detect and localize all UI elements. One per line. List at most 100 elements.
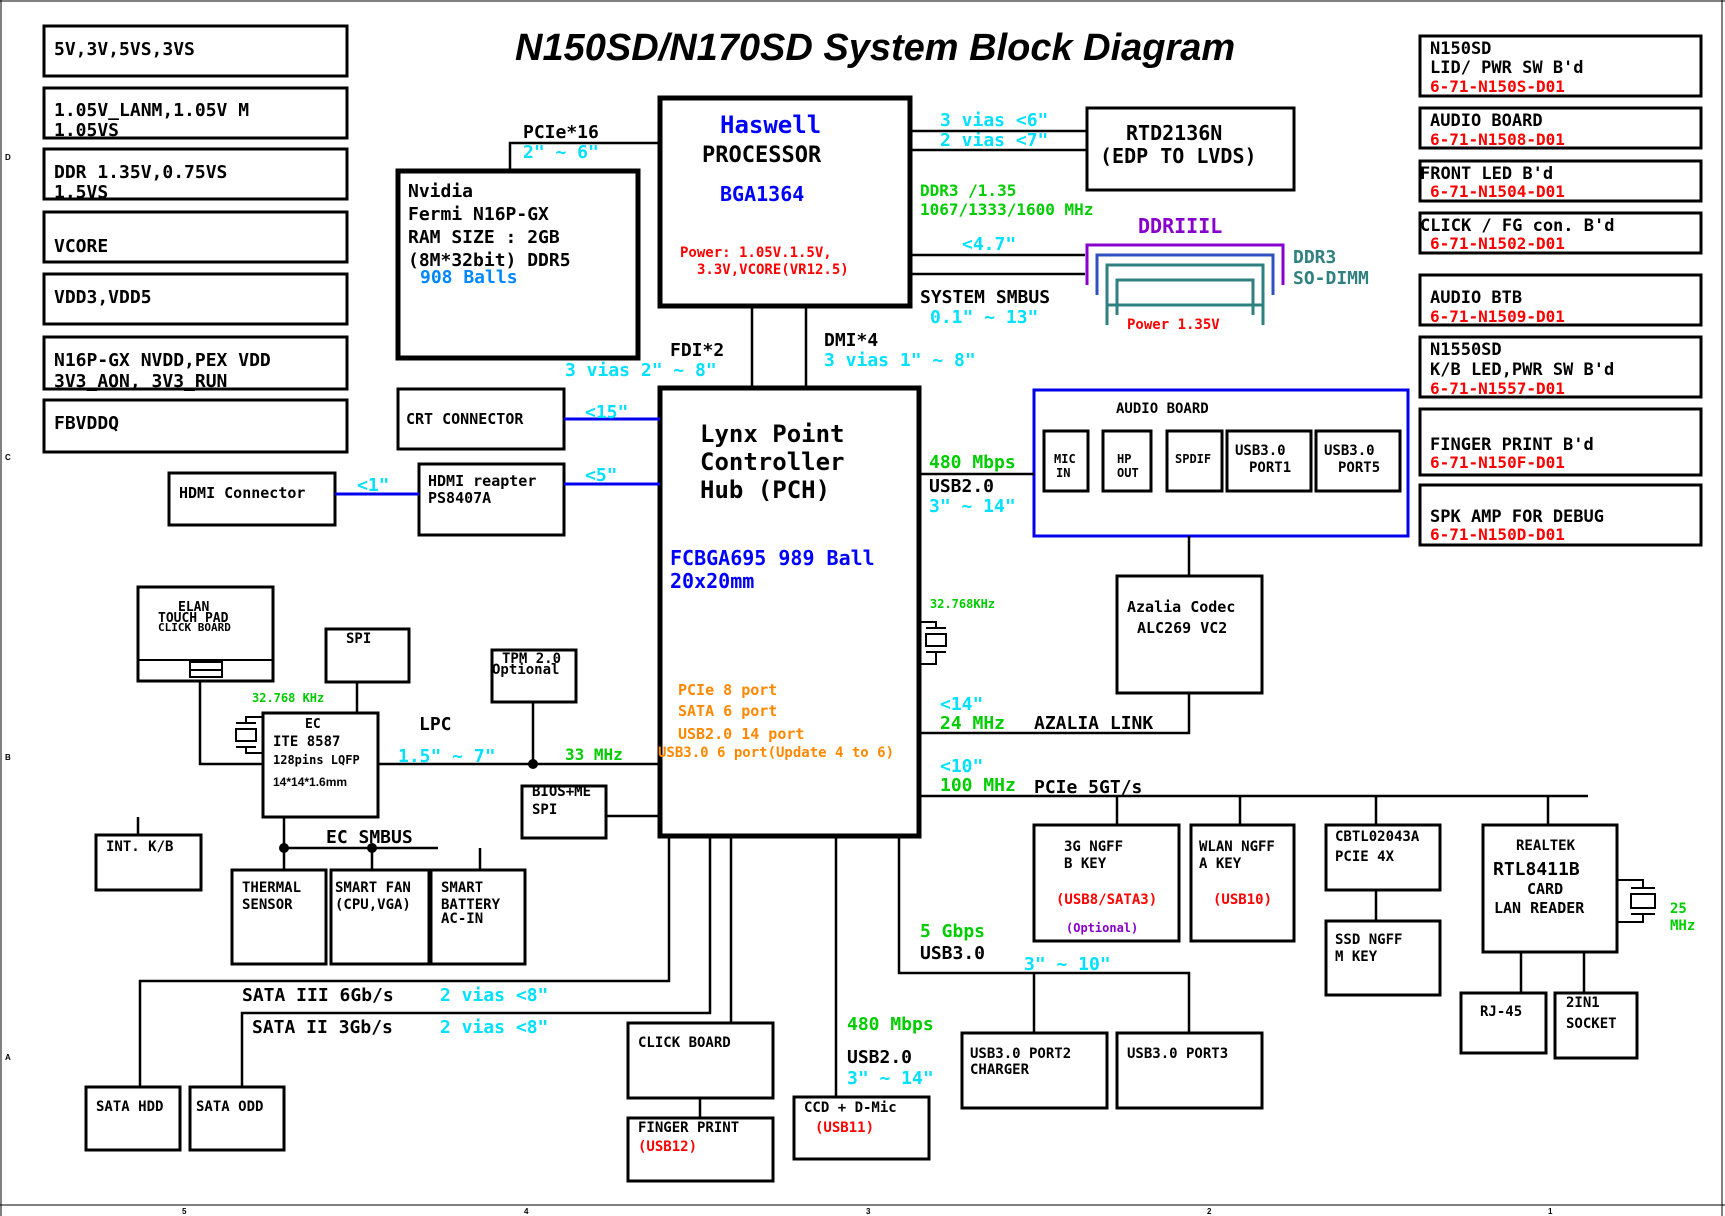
- wlan-2: A KEY: [1199, 856, 1242, 872]
- hdmi-conn-len: <1": [357, 475, 390, 496]
- dimm-socket-1: DDR3: [1293, 247, 1336, 268]
- crystal-realtek: [1617, 879, 1656, 923]
- spi-label: SPI: [346, 631, 371, 647]
- ngff-3g-1: 3G NGFF: [1064, 839, 1123, 855]
- realtek-crystal-2: MHz: [1670, 918, 1695, 934]
- wlan-usb: (USB10): [1213, 892, 1272, 908]
- ec-1: ITE 8587: [273, 734, 340, 750]
- sata-odd: SATA ODD: [196, 1099, 263, 1115]
- bios-box: [520, 784, 608, 840]
- board-6-pn: 6-71-N1557-D01: [1430, 379, 1565, 398]
- usb3-port2-1: USB3.0 PORT2: [970, 1046, 1071, 1062]
- hdmi-rep-1: HDMI reapter: [428, 472, 536, 490]
- pch-feature-2: SATA 6 port: [678, 702, 777, 720]
- board-2-pn: 6-71-N1508-D01: [1430, 130, 1565, 149]
- pch-line-3: Hub (PCH): [700, 476, 830, 504]
- frame-mark-1: 1: [1548, 1207, 1553, 1216]
- cbtl-2: PCIE 4X: [1335, 849, 1395, 865]
- ccd-1: CCD + D-Mic: [804, 1100, 897, 1116]
- ec-smbus: EC SMBUS: [326, 827, 413, 848]
- ssd-box: [1324, 919, 1442, 997]
- ngff-3g-2: B KEY: [1064, 856, 1107, 872]
- sata-hdd-box: [84, 1085, 182, 1152]
- finger-usb: (USB12): [638, 1139, 697, 1155]
- touchpad-3: CLICK BOARD: [158, 621, 231, 634]
- ssd-1: SSD NGFF: [1335, 932, 1402, 948]
- gpu-bus-len: 2" ~ 6": [523, 142, 599, 163]
- azalia-link: AZALIA LINK: [1034, 713, 1153, 734]
- ngff-3g-opt: (Optional): [1066, 921, 1138, 935]
- fan-box: [329, 868, 431, 966]
- usb3-len: 3" ~ 10": [1024, 954, 1111, 975]
- ssd-2: M KEY: [1335, 949, 1378, 965]
- tpm-box: [490, 648, 578, 704]
- codec-clk: 24 MHz: [940, 713, 1005, 734]
- hdmi-rep-2: PS8407A: [428, 489, 491, 507]
- crystal-codec: [919, 621, 947, 665]
- dmi-label: DMI*4: [824, 330, 878, 351]
- ddr-spec-1: DDR3 /1.35: [920, 181, 1016, 200]
- socket-2in1-2: SOCKET: [1566, 1016, 1617, 1032]
- cpu-power-2: 3.3V,VCORE(VR12.5): [697, 262, 849, 278]
- hdmi-connector-box: [167, 471, 337, 527]
- frame-mark-a: A: [5, 1053, 11, 1062]
- battery-2: BATTERY: [441, 897, 501, 913]
- board-3-line-1: FRONT LED B'd: [1420, 164, 1553, 184]
- dimm-power: Power 1.35V: [1127, 317, 1220, 333]
- usb2-speed: 480 Mbps: [847, 1014, 934, 1035]
- lpc-clk: 33 MHz: [565, 745, 623, 764]
- pch-feature-3: USB2.0 14 port: [678, 725, 804, 743]
- frame-mark-3: 3: [866, 1207, 871, 1216]
- port1-b: PORT1: [1249, 460, 1291, 476]
- rail-10: FBVDDQ: [54, 413, 119, 434]
- pch-box: [657, 385, 922, 839]
- pcie-clk: 100 MHz: [940, 775, 1016, 796]
- battery-box: [429, 868, 527, 966]
- gpu-line-4: (8M*32bit) DDR5: [408, 250, 571, 271]
- mic-1: MIC: [1054, 452, 1076, 466]
- board-2-line-1: AUDIO BOARD: [1430, 111, 1543, 131]
- tpm-2: Optional: [492, 662, 559, 678]
- wlan-1: WLAN NGFF: [1199, 839, 1275, 855]
- frame-mark-2: 2: [1207, 1207, 1212, 1216]
- touchpad-buttons: [138, 659, 273, 678]
- sata-odd-box: [188, 1085, 286, 1152]
- realtek-box: [1481, 823, 1619, 954]
- board-4-line-1: CLICK / FG con. B'd: [1420, 216, 1614, 236]
- port5-a: USB3.0: [1324, 443, 1375, 459]
- board-7-pn: 6-71-N150F-D01: [1430, 453, 1565, 472]
- board-4-pn: 6-71-N1502-D01: [1430, 234, 1565, 253]
- cbtl-box: [1324, 823, 1442, 892]
- audio-usb-speed: 480 Mbps: [929, 452, 1016, 473]
- board-5-pn: 6-71-N1509-D01: [1430, 307, 1565, 326]
- board-7-line-1: FINGER PRINT B'd: [1430, 435, 1594, 455]
- board-8-pn: 6-71-N150D-D01: [1430, 525, 1565, 544]
- audio-board-title: AUDIO BOARD: [1116, 401, 1209, 417]
- edp-line-2: (EDP TO LVDS): [1100, 144, 1257, 168]
- ec-2: 128pins LQFP: [273, 753, 360, 767]
- hdmi-repeater-box: [417, 462, 566, 537]
- dmi-len: 3 vias 1" ~ 8": [824, 350, 976, 371]
- gpu-balls: 908 Balls: [420, 267, 518, 288]
- gpu-line-3: RAM SIZE : 2GB: [408, 227, 560, 248]
- click-board-label: CLICK BOARD: [638, 1035, 731, 1051]
- usb3-port2-2: CHARGER: [970, 1062, 1030, 1078]
- cpu-name: Haswell: [720, 111, 821, 139]
- ec-3: 14*14*1.6mm: [273, 775, 347, 789]
- audio-usb-name: USB2.0: [929, 476, 994, 497]
- realtek-1: REALTEK: [1516, 838, 1576, 854]
- thermal-2: SENSOR: [242, 897, 293, 913]
- hp-1: HP: [1117, 452, 1131, 466]
- battery-3: AC-IN: [441, 911, 483, 927]
- sata3-vias: 2 vias <8": [440, 985, 548, 1006]
- audio-usb-len: 3" ~ 14": [929, 496, 1016, 517]
- dimm-socket-2: SO-DIMM: [1293, 268, 1369, 289]
- edp-vias-1: 3 vias <6": [940, 110, 1048, 131]
- kb-label: INT. K/B: [106, 839, 173, 855]
- rail-6: VCORE: [54, 236, 108, 257]
- ccd-box: [792, 1095, 931, 1161]
- fdi-label: FDI*2: [670, 340, 724, 361]
- board-3-pn: 6-71-N1504-D01: [1430, 182, 1565, 201]
- board-1-line-2: LID/ PWR SW B'd: [1430, 58, 1584, 78]
- ddr-len: <4.7": [962, 234, 1016, 255]
